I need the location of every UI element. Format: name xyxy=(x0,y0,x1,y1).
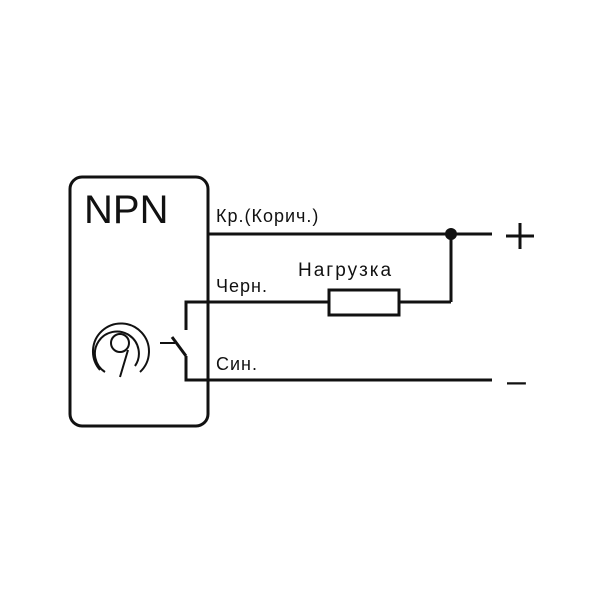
black-wire-label: Черн. xyxy=(216,276,268,296)
load-resistor xyxy=(327,288,401,317)
brown-wire-label: Кр.(Корич.) xyxy=(216,206,319,226)
load-label: Нагрузка xyxy=(298,260,393,281)
black-wire xyxy=(184,300,329,330)
junction-dot xyxy=(445,228,457,240)
blue-wire xyxy=(184,356,492,382)
switch-contact xyxy=(170,336,188,357)
blue-wire-label: Син. xyxy=(216,354,258,374)
proximity-sensor-icon xyxy=(92,322,150,378)
sensor-type-title: NPN xyxy=(84,188,168,232)
minus-terminal: – xyxy=(507,362,526,400)
